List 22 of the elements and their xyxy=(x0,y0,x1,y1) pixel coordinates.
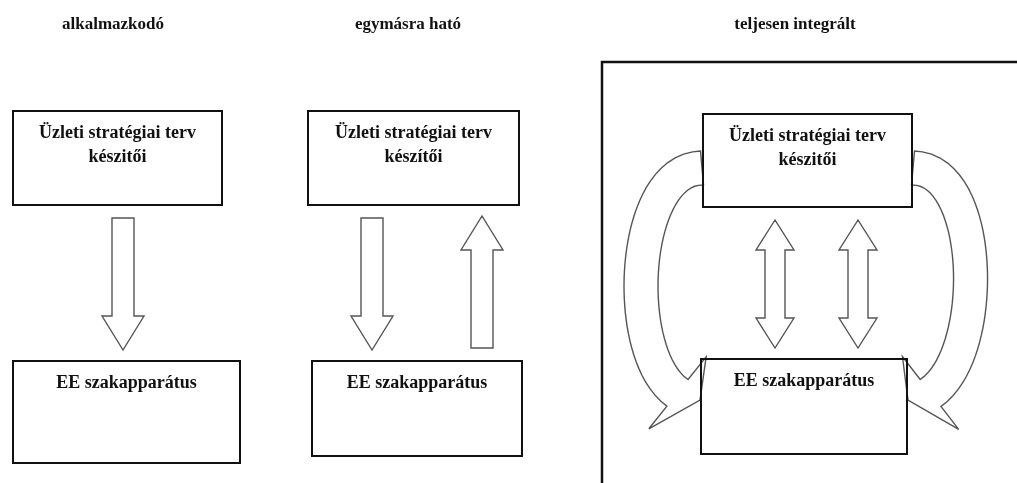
process-box xyxy=(12,110,223,206)
curved-arrow xyxy=(623,150,708,430)
box-text: EE szakapparátus xyxy=(56,371,197,394)
block-arrow xyxy=(459,214,505,349)
panel-heading: alkalmazkodó xyxy=(62,14,164,34)
process-box xyxy=(307,110,520,206)
panel-heading: egymásra ható xyxy=(354,14,462,34)
panel-heading: teljesen integrált xyxy=(734,14,856,34)
block-arrow xyxy=(754,218,796,350)
process-box xyxy=(700,358,908,455)
block-arrow xyxy=(349,217,395,352)
box-text: Üzleti stratégiai terv készitői xyxy=(38,121,197,168)
box-text: EE szakapparátus xyxy=(346,371,488,394)
process-box xyxy=(12,360,241,464)
process-box xyxy=(311,360,523,457)
box-text: EE szakapparátus xyxy=(733,369,875,392)
box-text: Üzleti stratégiai terv készitői xyxy=(728,124,887,171)
block-arrow xyxy=(100,217,146,352)
block-arrow xyxy=(837,218,879,350)
process-box xyxy=(702,113,913,208)
curved-arrow xyxy=(901,150,989,431)
box-text: Üzleti stratégiai terv készítői xyxy=(334,121,493,168)
